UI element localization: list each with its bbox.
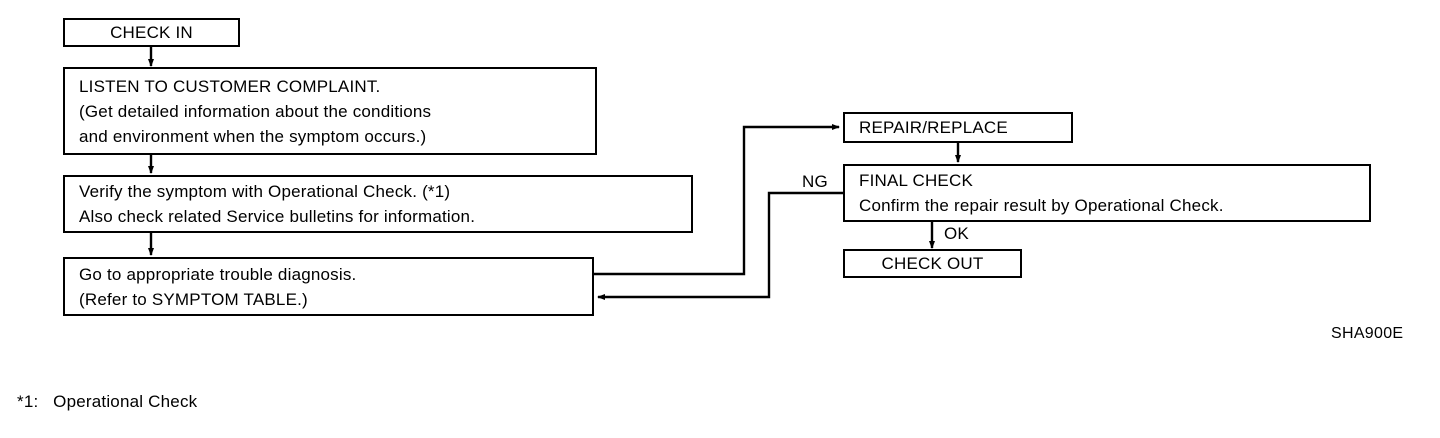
node-final-check-line-1: FINAL CHECK: [859, 171, 973, 190]
node-diagnosis-line-1: Go to appropriate trouble diagnosis.: [79, 264, 357, 284]
node-check-in-label: CHECK IN: [110, 23, 193, 42]
connector-finalcheck-ng-to-diagnosis: [597, 191, 843, 300]
node-check-out-label: CHECK OUT: [881, 254, 984, 273]
footnote-operational-check: *1: Operational Check: [17, 392, 198, 411]
node-check-in[interactable]: CHECK IN: [63, 18, 240, 47]
node-verify-line-2: Also check related Service bulletins for…: [79, 207, 476, 226]
node-listen-to-customer-complaint[interactable]: LISTEN TO CUSTOMER COMPLAINT. (Get detai…: [63, 67, 597, 155]
node-listen-line-3: and environment when the symptom occurs.…: [79, 126, 427, 146]
node-final-check[interactable]: FINAL CHECK Confirm the repair result by…: [843, 164, 1371, 222]
edge-label-ng: NG: [802, 172, 828, 191]
node-repair-replace-label: REPAIR/REPLACE: [859, 118, 1008, 137]
node-listen-line-2: (Get detailed information about the cond…: [79, 101, 432, 121]
node-repair-replace[interactable]: REPAIR/REPLACE: [843, 112, 1073, 143]
node-check-out[interactable]: CHECK OUT: [843, 249, 1022, 278]
edge-label-ok: OK: [944, 224, 969, 243]
node-final-check-line-2: Confirm the repair result by Operational…: [859, 196, 1224, 215]
figure-code: SHA900E: [1331, 325, 1404, 342]
node-diagnosis-line-2: (Refer to SYMPTOM TABLE.): [79, 289, 308, 309]
node-go-to-trouble-diagnosis[interactable]: Go to appropriate trouble diagnosis. (Re…: [63, 257, 594, 316]
node-verify-line-1: Verify the symptom with Operational Chec…: [79, 182, 451, 201]
connector-diagnosis-to-repair: [594, 124, 840, 276]
node-verify-symptom[interactable]: Verify the symptom with Operational Chec…: [63, 175, 693, 233]
node-listen-line-1: LISTEN TO CUSTOMER COMPLAINT.: [79, 76, 381, 96]
